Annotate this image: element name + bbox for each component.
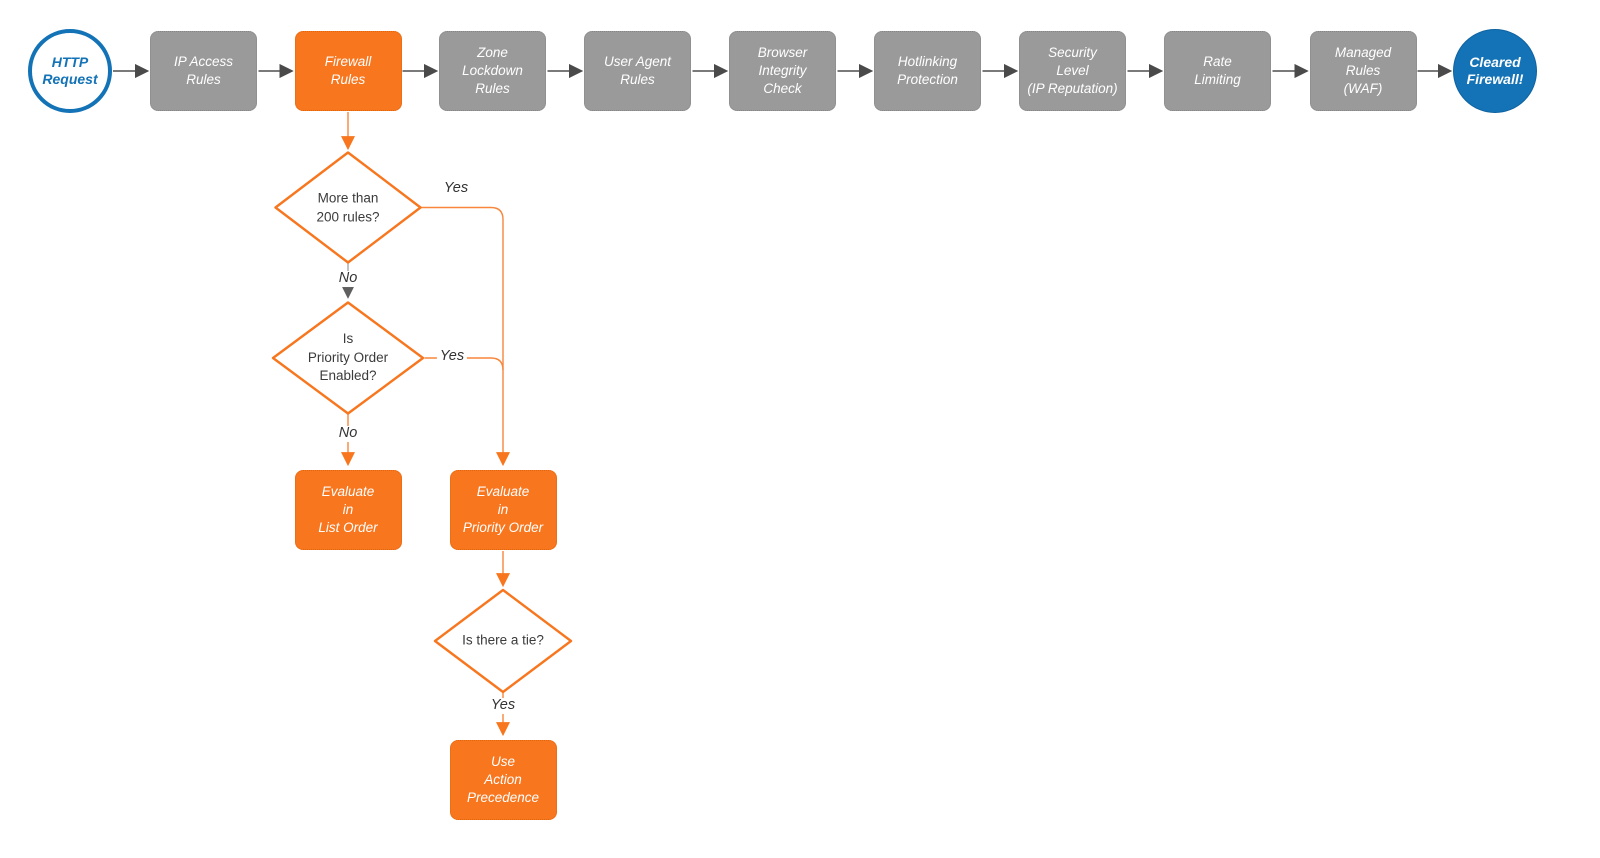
edge-label-d1-yes: Yes xyxy=(440,180,472,197)
stage-label: Zone Lockdown Rules xyxy=(462,45,523,96)
stage-hotlinking-protection: Hotlinking Protection xyxy=(874,31,981,111)
stage-firewall-rules: Firewall Rules xyxy=(294,31,402,111)
decision-diamonds xyxy=(271,151,573,694)
outcome-label: Evaluate in Priority Order xyxy=(462,484,544,535)
start-node-http-request: HTTP Request xyxy=(28,29,112,113)
stage-label: Rate Limiting xyxy=(1194,54,1241,87)
edge-d1-yes xyxy=(421,206,510,467)
outcome-label: Evaluate in List Order xyxy=(318,484,378,535)
diamond-text-more-than-200: More than 200 rules? xyxy=(316,190,380,224)
start-node-label: HTTP Request xyxy=(42,53,98,88)
outcome-evaluate-priority-order: Evaluate in Priority Order xyxy=(449,470,557,550)
end-node-label: Cleared Firewall! xyxy=(1466,53,1524,88)
stage-label: Managed Rules (WAF) xyxy=(1334,45,1392,96)
stage-browser-integrity-check: Browser Integrity Check xyxy=(729,31,836,111)
outcome-evaluate-list-order: Evaluate in List Order xyxy=(294,470,402,550)
diamond-text-is-there-a-tie: Is there a tie? xyxy=(462,632,544,648)
stage-label: Hotlinking Protection xyxy=(897,54,958,87)
stage-label: Security Level (IP Reputation) xyxy=(1027,45,1118,96)
edge-label-d2-no: No xyxy=(335,425,361,442)
outcome-use-action-precedence: Use Action Precedence xyxy=(449,740,557,820)
stage-label: IP Access Rules xyxy=(173,54,234,87)
stage-rate-limiting: Rate Limiting xyxy=(1164,31,1271,111)
stage-security-level: Security Level (IP Reputation) xyxy=(1019,31,1126,111)
outcome-label: Use Action Precedence xyxy=(466,754,540,805)
edge-label-d2-yes: Yes xyxy=(436,348,468,365)
edge-label-d3-yes: Yes xyxy=(487,697,519,714)
stage-user-agent-rules: User Agent Rules xyxy=(584,31,691,111)
stage-zone-lockdown-rules: Zone Lockdown Rules xyxy=(439,31,546,111)
stage-label: User Agent Rules xyxy=(603,54,672,87)
stage-managed-rules-waf: Managed Rules (WAF) xyxy=(1309,31,1417,111)
diamond-text-priority-enabled: Is Priority Order Enabled? xyxy=(307,331,389,384)
stage-label: Firewall Rules xyxy=(324,54,372,87)
end-node-cleared-firewall: Cleared Firewall! xyxy=(1453,29,1537,113)
edge-label-d1-no: No xyxy=(335,270,361,287)
stage-label: Browser Integrity Check xyxy=(757,45,808,96)
stage-ip-access-rules: IP Access Rules xyxy=(150,31,257,111)
